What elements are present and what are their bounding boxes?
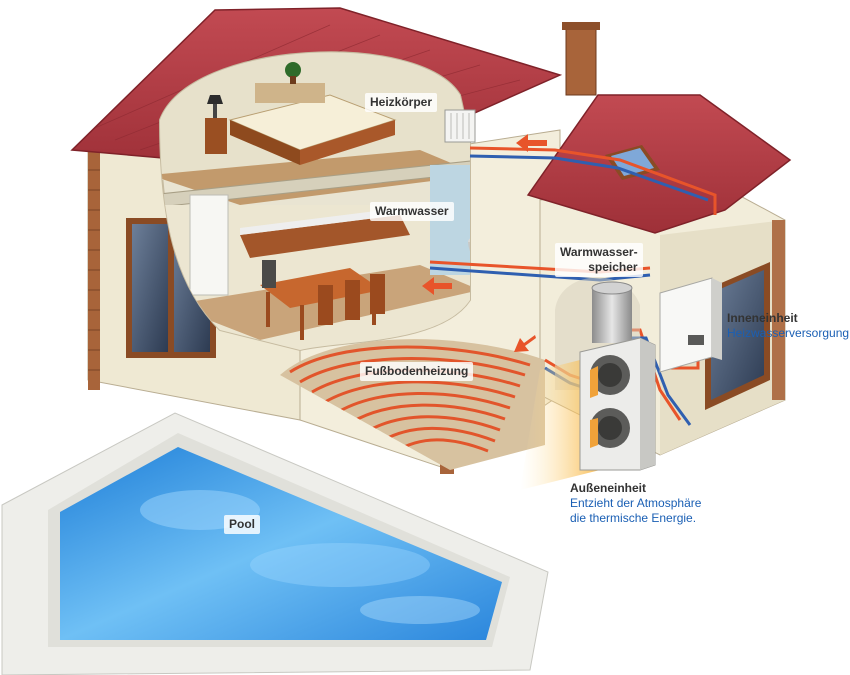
plant-icon [285, 62, 301, 84]
label-outdoor-sub1: Entzieht der Atmosphäre [570, 496, 702, 510]
radiator-icon [444, 109, 476, 143]
label-storage-line2: speicher [588, 260, 638, 274]
label-indoor-title: Inneneinheit [727, 311, 798, 325]
label-floor-heating: Fußbodenheizung [360, 362, 474, 381]
label-radiator: Heizkörper [365, 93, 438, 112]
indoor-unit [659, 277, 722, 373]
label-storage-line1: Warmwasser- [560, 245, 638, 259]
label-hot-water-storage: Warmwasser- speicher [555, 243, 643, 277]
lamp-icon [207, 95, 223, 118]
outdoor-unit [520, 337, 656, 490]
label-pool: Pool [224, 515, 260, 534]
flow-arrow-icon [422, 134, 547, 352]
label-hot-water: Warmwasser [370, 202, 454, 221]
label-indoor-unit: Inneneinheit Heizwasserversorgung [727, 311, 849, 341]
interior-cutaway [158, 51, 471, 352]
floor-heating [280, 339, 545, 470]
label-outdoor-unit: Außeneinheit Entzieht der Atmosphäre die… [570, 481, 701, 526]
brick-corner-left [88, 150, 100, 390]
bed [228, 83, 397, 165]
label-outdoor-sub2: die thermische Energie. [570, 511, 697, 525]
pool [1, 412, 549, 675]
label-outdoor-title: Außeneinheit [570, 481, 647, 495]
label-indoor-sub: Heizwasserversorgung [727, 326, 850, 340]
chimney [562, 22, 600, 96]
